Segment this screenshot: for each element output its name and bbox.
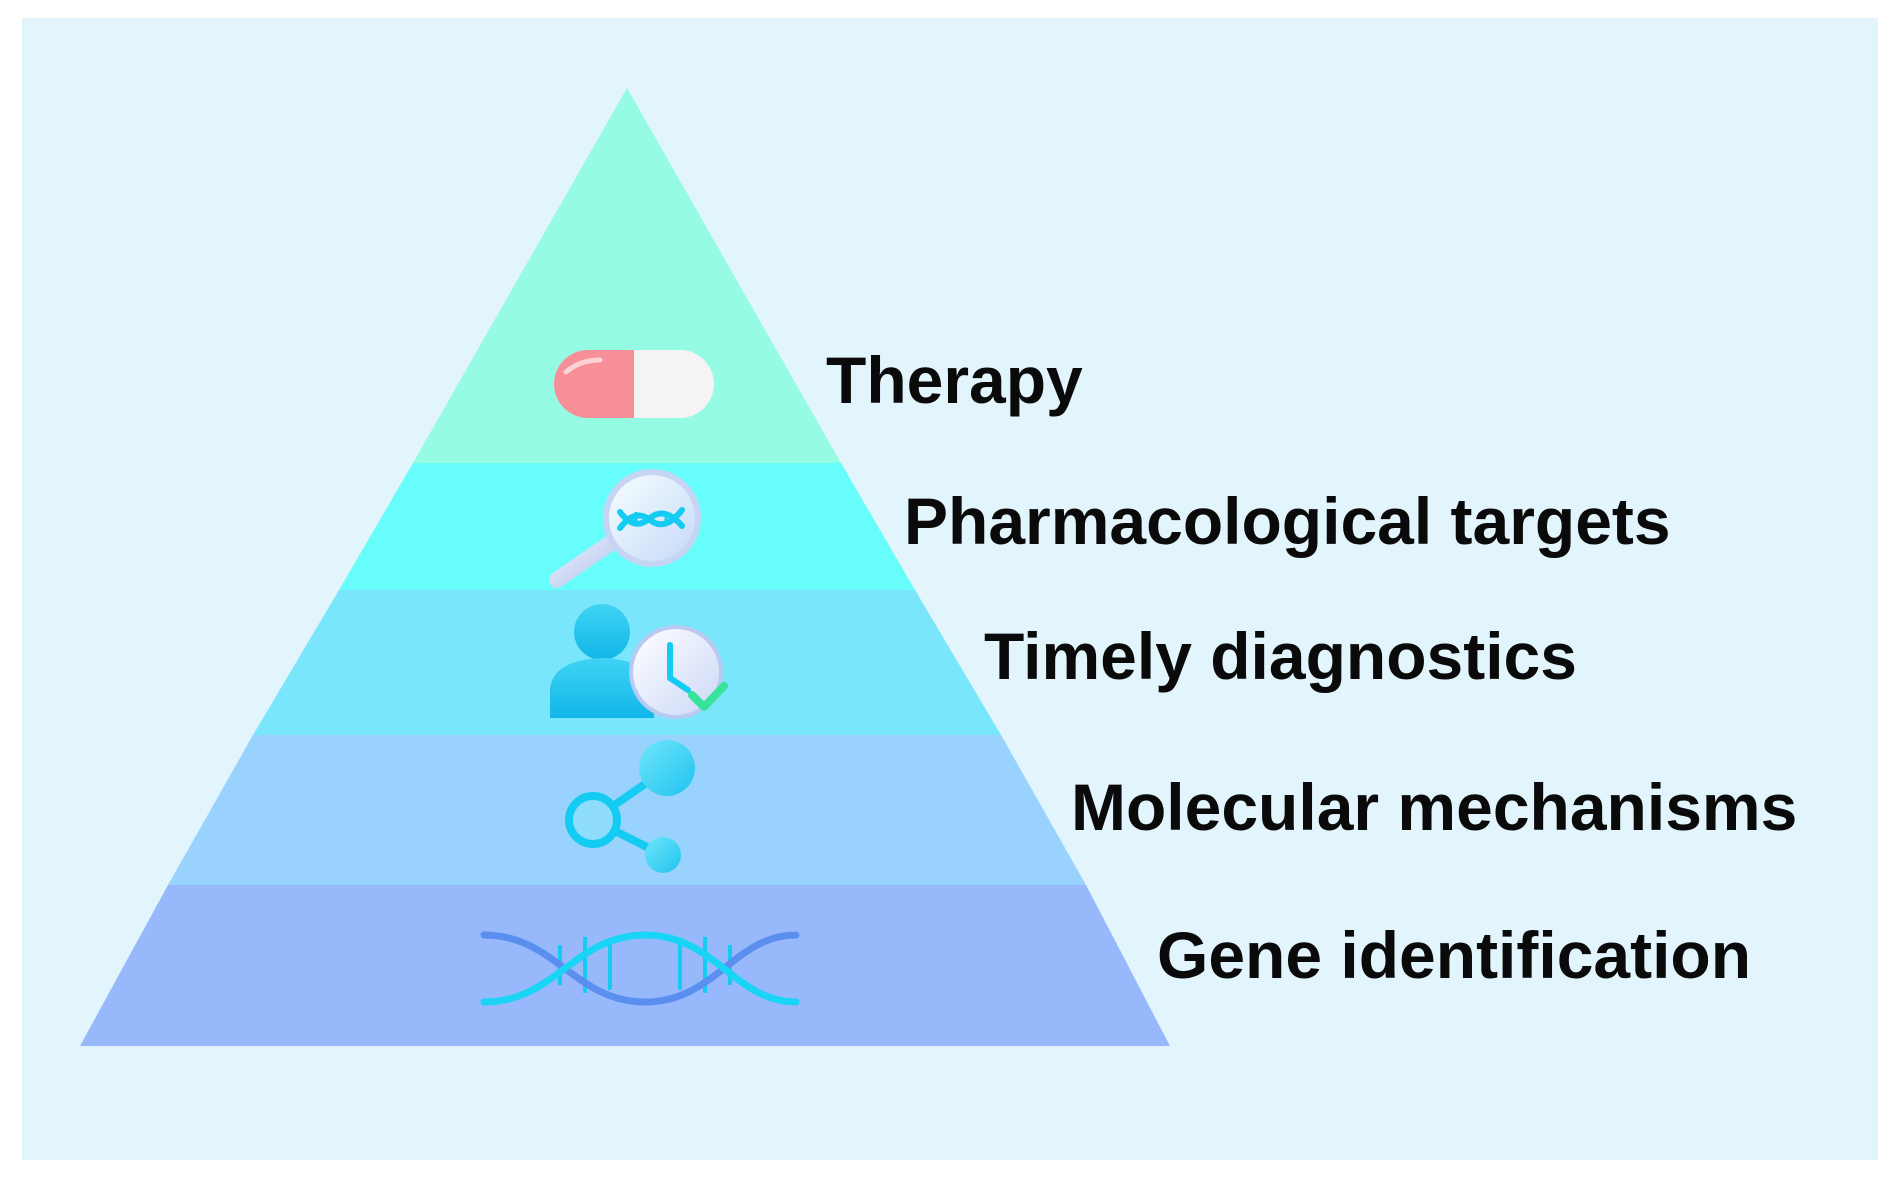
label-pharmacological-targets: Pharmacological targets: [904, 484, 1671, 558]
dna-magnifier-icon: [549, 469, 701, 588]
pyramid-level-molecular-mechanisms: [168, 735, 1086, 885]
pyramid-level-therapy: [413, 88, 841, 463]
molecule-network-icon: [565, 740, 695, 873]
pyramid-level-gene-identification: [80, 885, 1170, 1046]
label-therapy: Therapy: [826, 343, 1083, 417]
patient-clock-icon: [550, 604, 728, 719]
label-gene-identification: Gene identification: [1157, 918, 1752, 992]
label-molecular-mechanisms: Molecular mechanisms: [1071, 770, 1798, 844]
dna-helix-icon: [480, 931, 800, 1006]
label-timely-diagnostics: Timely diagnostics: [984, 619, 1577, 693]
pill-capsule-icon: [554, 350, 714, 418]
